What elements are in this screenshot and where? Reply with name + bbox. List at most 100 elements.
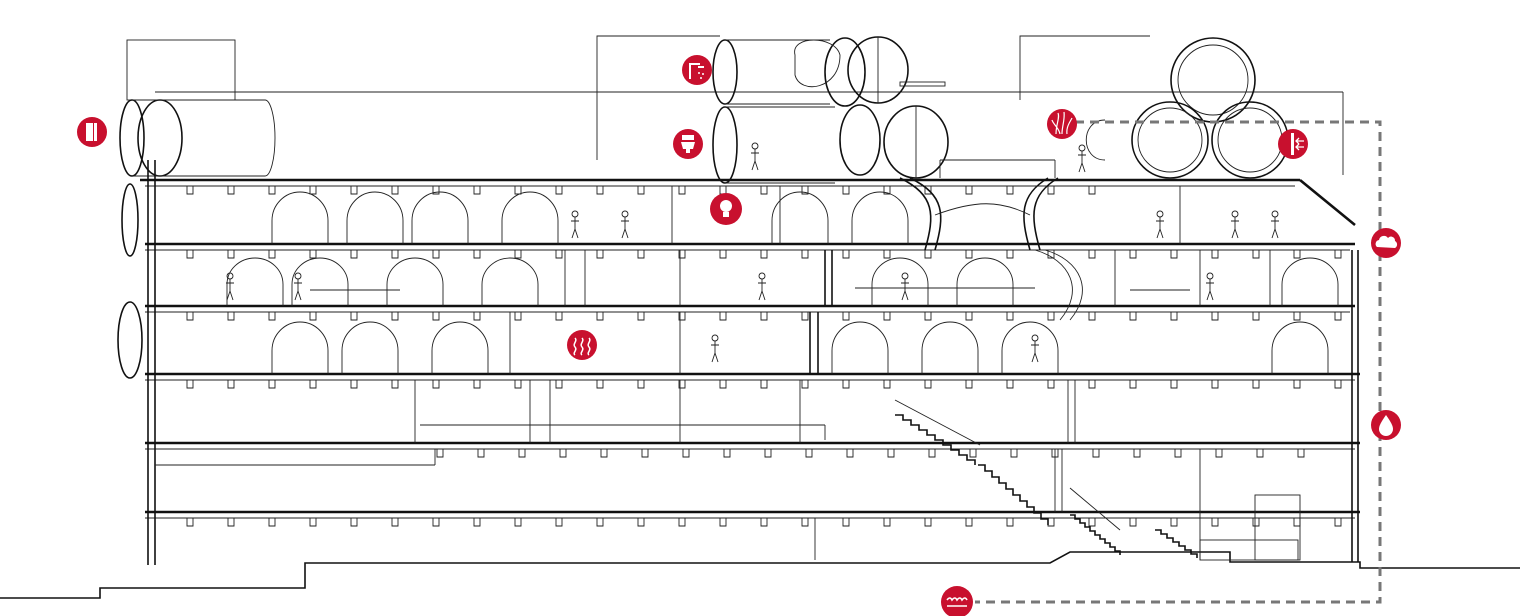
beam-drop (559, 449, 567, 458)
central-slides (899, 177, 1083, 321)
beam-drop (432, 312, 440, 321)
vault-arch (851, 191, 909, 244)
beam-drop (842, 250, 850, 259)
beam-drop (764, 449, 772, 458)
beam-drop (1170, 250, 1178, 259)
beam-drop (965, 380, 973, 389)
stair-flight (895, 414, 976, 465)
beam-drop (969, 449, 977, 458)
beam-drop (760, 380, 768, 389)
person-figure (1031, 334, 1039, 363)
beam-drop (1133, 449, 1141, 458)
beam-drop (555, 186, 563, 195)
beam-drop (1293, 518, 1301, 527)
vault-arch (1271, 321, 1329, 374)
beam-drop (1047, 518, 1055, 527)
beam-drop (801, 186, 809, 195)
beam-drop (1293, 380, 1301, 389)
beam-drop (887, 449, 895, 458)
beam-drop (801, 380, 809, 389)
person-figure (1078, 144, 1086, 173)
occupant-figures (226, 142, 1279, 363)
beam-drop (1088, 250, 1096, 259)
beam-drop (391, 186, 399, 195)
beam-drop (309, 250, 317, 259)
beam-drop (596, 250, 604, 259)
beam-drop (309, 186, 317, 195)
person-figure (621, 210, 629, 239)
beam-drop (227, 250, 235, 259)
beam-drop (678, 186, 686, 195)
beam-drop (514, 186, 522, 195)
beam-drop (637, 250, 645, 259)
person-figure (711, 334, 719, 363)
beam-drop (596, 380, 604, 389)
beam-drop (596, 186, 604, 195)
beam-drop (514, 518, 522, 527)
beam-drop (883, 250, 891, 259)
beam-drop (637, 518, 645, 527)
beam-drop (227, 380, 235, 389)
beam-drop (473, 380, 481, 389)
stair-rail (1069, 487, 1121, 531)
beam-drop (1170, 380, 1178, 389)
handrails (310, 159, 1190, 291)
beam-drop (719, 186, 727, 195)
interior-partitions (155, 186, 1301, 561)
stair-rail (894, 399, 981, 446)
beam-drop (883, 186, 891, 195)
beam-drop (924, 312, 932, 321)
beam-drop (268, 312, 276, 321)
person-figure (226, 272, 234, 301)
beam-drop (719, 518, 727, 527)
person-figure (901, 272, 909, 301)
beam-drop (518, 449, 526, 458)
beam-drop (1010, 449, 1018, 458)
floor-slabs (140, 178, 1360, 519)
beam-drop (1252, 518, 1260, 527)
beam-drop (1215, 449, 1223, 458)
beam-drop (1088, 186, 1096, 195)
beam-drop (1088, 518, 1096, 527)
beam-drop (965, 250, 973, 259)
beam-drop (678, 380, 686, 389)
beam-drops (186, 186, 1342, 527)
beam-drop (514, 380, 522, 389)
beam-drop (883, 312, 891, 321)
vault-arch (271, 321, 329, 374)
beam-drop (391, 312, 399, 321)
beam-drop (268, 380, 276, 389)
beam-drop (1334, 380, 1342, 389)
vault-arch (271, 191, 329, 244)
beam-drop (391, 518, 399, 527)
beam-drop (678, 312, 686, 321)
beam-drop (1293, 312, 1301, 321)
beam-drop (723, 449, 731, 458)
beam-drop (678, 518, 686, 527)
beam-drop (1252, 312, 1260, 321)
beam-drop (268, 250, 276, 259)
person-figure (758, 272, 766, 301)
beam-drop (801, 250, 809, 259)
beam-drop (186, 312, 194, 321)
beam-drop (1088, 312, 1096, 321)
beam-drop (842, 312, 850, 321)
shower-icon (682, 55, 712, 85)
person-figure (1231, 210, 1239, 239)
person-figure (571, 210, 579, 239)
beam-drop (473, 186, 481, 195)
person-figure (1156, 210, 1164, 239)
stair-flight (1155, 529, 1198, 558)
beam-drop (760, 312, 768, 321)
ventilation-icon (1278, 129, 1308, 159)
beam-drop (760, 186, 768, 195)
vault-arch (226, 257, 284, 306)
beam-drop (1047, 312, 1055, 321)
stair-flight (1070, 514, 1121, 555)
stairs (894, 399, 1198, 558)
beam-drop (432, 186, 440, 195)
vault-arches (226, 191, 1339, 374)
beam-drop (641, 449, 649, 458)
beam-drop (1092, 449, 1100, 458)
